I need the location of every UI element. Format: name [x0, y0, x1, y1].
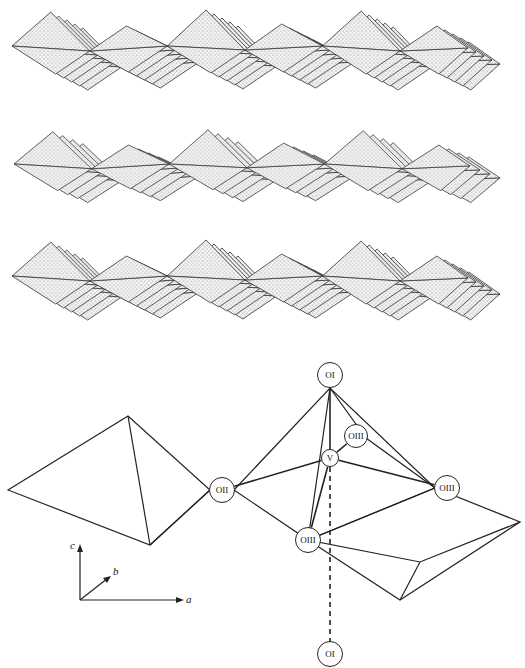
bond-line — [329, 467, 331, 641]
oxygen-atom: OIII — [344, 424, 368, 448]
oxygen-atom: OII — [209, 477, 235, 503]
atom-label: OIII — [300, 536, 316, 545]
atom-label: OI — [325, 371, 335, 380]
bond-line — [329, 388, 331, 449]
axis-label: a — [186, 594, 192, 605]
atom-label: OI — [325, 650, 335, 659]
bond-line — [339, 460, 435, 485]
oxygen-atom: OIII — [434, 475, 460, 501]
atom-label: OIII — [439, 484, 455, 493]
oxygen-atom: OI — [317, 641, 343, 667]
oxygen-atom: OI — [317, 362, 343, 388]
atom-label: V — [327, 454, 334, 463]
atom-label: OII — [216, 486, 229, 495]
vanadium-atom: V — [321, 449, 339, 467]
bond-line — [234, 461, 321, 487]
bond-line — [311, 467, 327, 528]
bond-line — [337, 444, 347, 452]
axis-label: b — [113, 566, 119, 577]
axis-label: c — [70, 540, 75, 551]
oxygen-atom: OIII — [295, 527, 321, 553]
atom-label: OIII — [348, 432, 364, 441]
